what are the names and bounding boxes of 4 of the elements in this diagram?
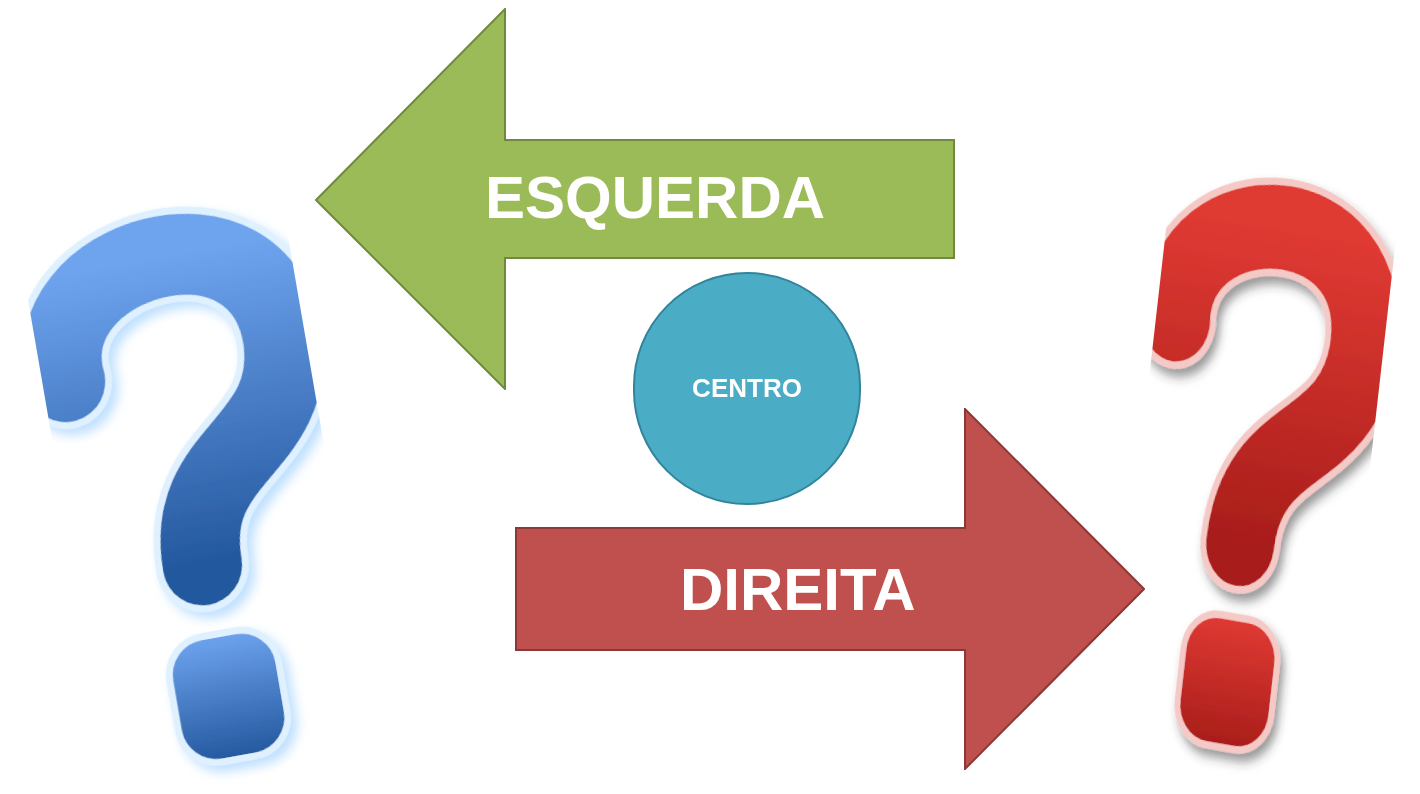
arrow-label: DIREITA (680, 560, 916, 620)
circle-label: CENTRO (692, 372, 802, 405)
arrow-label: ESQUERDA (485, 168, 826, 228)
right-block-arrow (515, 408, 1145, 770)
